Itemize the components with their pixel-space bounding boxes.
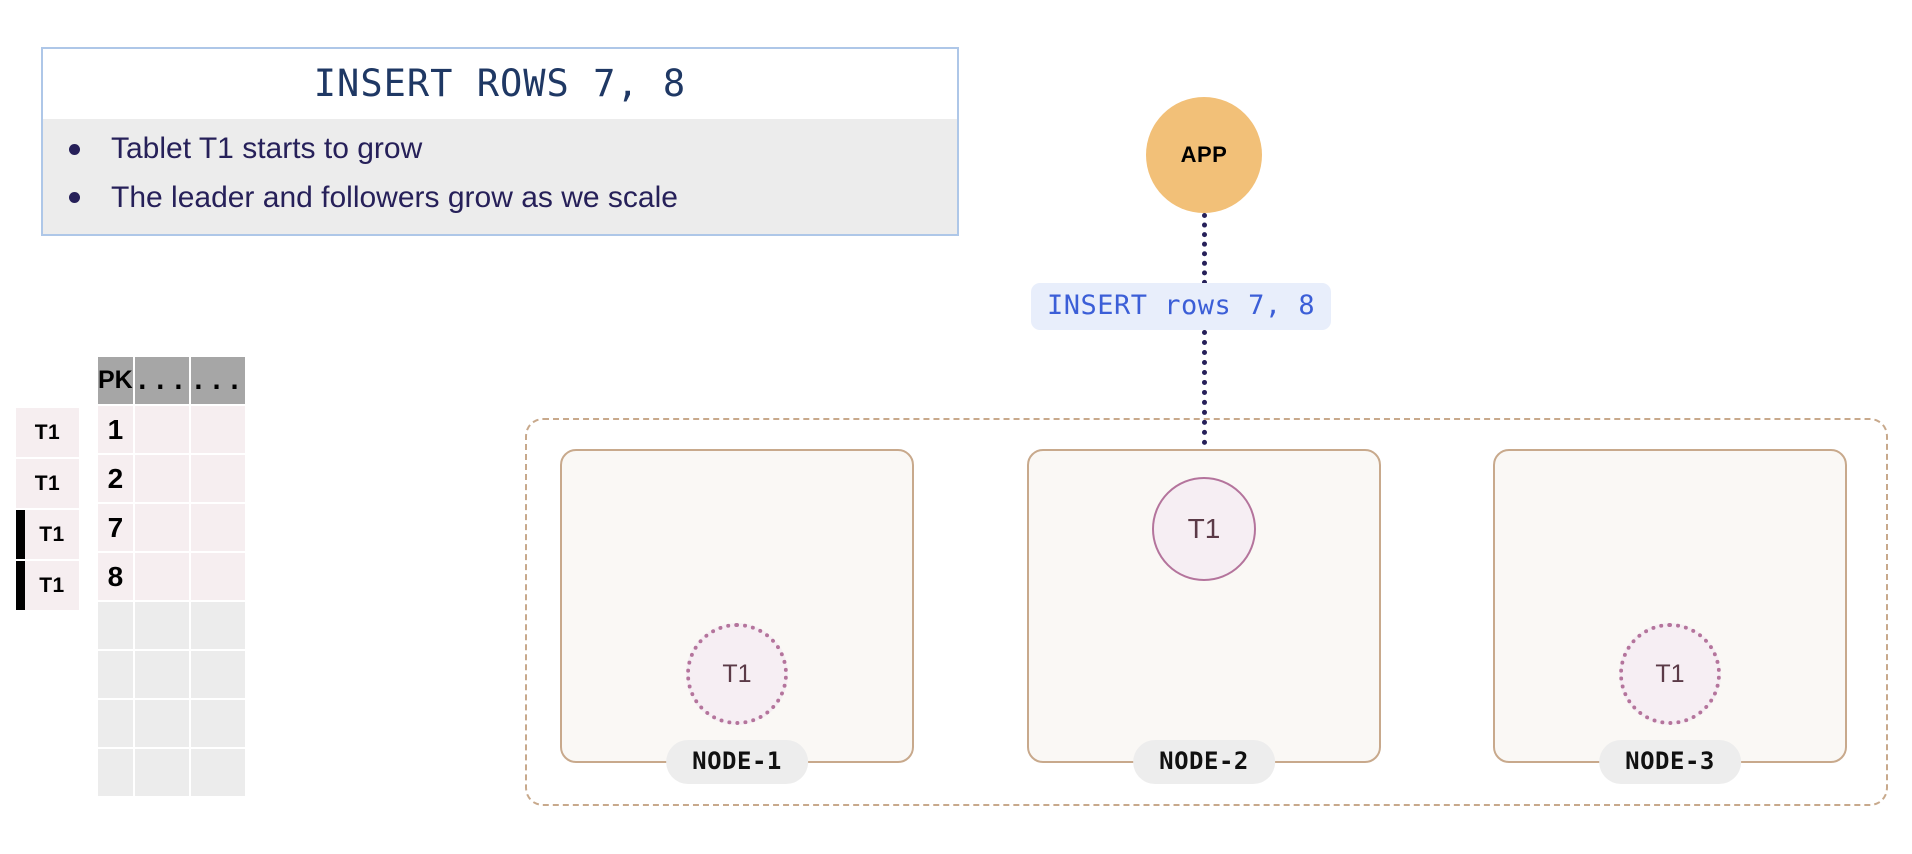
node-badge-node-3: NODE-3 [1599, 740, 1741, 784]
cell-col3 [190, 651, 246, 698]
cell-col3 [190, 455, 246, 502]
connector-line-lower [1202, 330, 1207, 485]
row-tablet-label-new: T1 [16, 510, 79, 559]
app-node: APP [1146, 97, 1262, 213]
callout-box: INSERT ROWS 7, 8 Tablet T1 starts to gro… [41, 47, 959, 237]
node-badge-node-2: NODE-2 [1133, 740, 1275, 784]
cell-pk: 7 [98, 504, 133, 551]
callout-bullet-text: The leader and followers grow as we scal… [111, 180, 678, 214]
cluster-boundary: T1 NODE-1 T1 NODE-2 T1 NODE-3 [525, 418, 1888, 806]
cell-col3 [190, 504, 246, 551]
cell-col2 [134, 406, 189, 453]
row-tablet-label-new: T1 [16, 561, 79, 610]
cell-col3 [190, 406, 246, 453]
table-row: 2 [98, 455, 246, 502]
table-row [98, 749, 246, 796]
row-tablet-label: T1 [16, 408, 79, 457]
cell-pk: 1 [98, 406, 133, 453]
table-row: 1 [98, 406, 246, 453]
table-row [98, 651, 246, 698]
app-node-label: APP [1180, 142, 1228, 167]
cell-col3 [190, 602, 246, 649]
tablet-label: T1 [1187, 513, 1221, 544]
row-tablet-label-text: T1 [39, 573, 65, 597]
cell-pk [98, 749, 133, 796]
table-row: 7 [98, 504, 246, 551]
node-badge-node-1: NODE-1 [666, 740, 808, 784]
cell-col3 [190, 749, 246, 796]
node-box-node-1: T1 NODE-1 [560, 449, 914, 784]
tablet-label: T1 [1655, 659, 1685, 688]
cell-col3 [190, 700, 246, 747]
cell-col2 [134, 455, 189, 502]
cell-col2 [134, 700, 189, 747]
bullet-dot-icon [69, 192, 80, 204]
callout-bullet-text: Tablet T1 starts to grow [111, 132, 423, 165]
cell-col2 [134, 651, 189, 698]
cell-pk [98, 602, 133, 649]
insert-statement-label: INSERT rows 7, 8 [1031, 283, 1332, 330]
tablet-follower-node-1: T1 [686, 623, 788, 725]
tablet-follower-node-3: T1 [1619, 623, 1721, 725]
tablet-leader-node-2: T1 [1152, 477, 1256, 581]
cell-col3 [190, 553, 246, 600]
row-tablet-label-text: T1 [39, 522, 65, 546]
page-title: INSERT ROWS 7, 8 [43, 49, 957, 119]
cell-pk [98, 700, 133, 747]
cell-pk: 8 [98, 553, 133, 600]
data-table: PK ... ... 1 2 7 8 [96, 355, 247, 798]
cell-col2 [134, 553, 189, 600]
row-tablet-label: T1 [16, 459, 79, 508]
cell-col2 [134, 749, 189, 796]
list-item: The leader and followers grow as we scal… [43, 174, 957, 223]
cell-col2 [134, 602, 189, 649]
table-row [98, 602, 246, 649]
cell-col2 [134, 504, 189, 551]
row-tablet-label-text: T1 [34, 420, 61, 444]
callout-bullet-list: Tablet T1 starts to grow The leader and … [43, 119, 957, 235]
row-label-column: T1 T1 T1 T1 [16, 408, 79, 612]
bullet-dot-icon [69, 143, 80, 155]
column-header-ellipsis-2: ... [190, 357, 246, 404]
cell-pk: 2 [98, 455, 133, 502]
table-row [98, 700, 246, 747]
tablet-label: T1 [722, 659, 752, 688]
list-item: Tablet T1 starts to grow [43, 125, 957, 174]
row-tablet-label-text: T1 [34, 471, 61, 495]
table-header-row: PK ... ... [98, 357, 246, 404]
table-row: 8 [98, 553, 246, 600]
column-header-pk: PK [98, 357, 133, 404]
cell-pk [98, 651, 133, 698]
node-box-node-3: T1 NODE-3 [1493, 449, 1847, 784]
column-header-ellipsis-1: ... [134, 357, 189, 404]
node-box-node-2: T1 NODE-2 [1027, 449, 1381, 784]
connector-line-upper [1202, 213, 1207, 285]
